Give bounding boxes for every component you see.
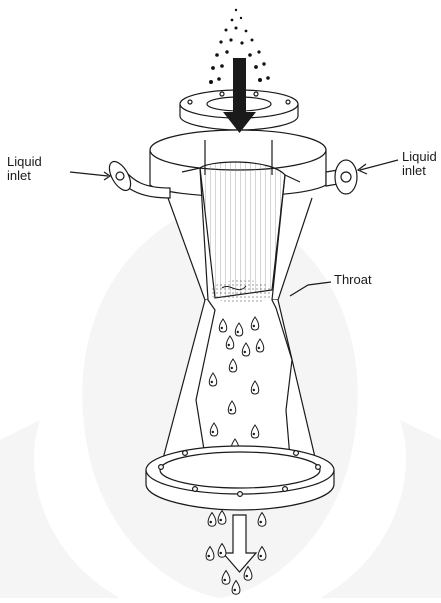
throat-spray [210, 280, 274, 304]
droplet-highlight [244, 351, 246, 353]
droplet-highlight [258, 347, 260, 349]
liquid-inlet-right-line2: inlet [402, 164, 437, 178]
droplet-highlight [223, 579, 226, 582]
droplet-highlight [253, 389, 255, 391]
droplet-highlight [230, 409, 232, 411]
liquid-inlet-right-label: Liquid inlet [402, 150, 437, 178]
droplet-highlight [212, 431, 214, 433]
droplet-highlight [207, 555, 210, 558]
droplet-highlight [253, 433, 255, 435]
droplet-highlight [219, 552, 222, 555]
liquid-inlet-left-line1: Liquid [7, 155, 42, 169]
droplet-highlight [231, 367, 233, 369]
droplet-highlight [211, 381, 213, 383]
right-liquid-inlet-flange [326, 160, 357, 194]
droplet-highlight [253, 325, 255, 327]
droplet-highlight [233, 589, 236, 592]
droplet-highlight [221, 327, 223, 329]
liquid-inlet-left-line2: inlet [7, 169, 42, 183]
droplet-highlight [259, 555, 262, 558]
liquid-inlet-right-line1: Liquid [402, 150, 437, 164]
droplet-highlight [219, 519, 222, 522]
droplet-highlight [259, 521, 262, 524]
droplet-highlight [245, 575, 248, 578]
bottom-flange [146, 446, 334, 510]
droplet-highlight [209, 521, 212, 524]
droplet-highlight [237, 331, 239, 333]
droplet-highlight [228, 344, 230, 346]
throat-label: Throat [334, 273, 372, 287]
liquid-inlet-left-label: Liquid inlet [7, 155, 42, 183]
